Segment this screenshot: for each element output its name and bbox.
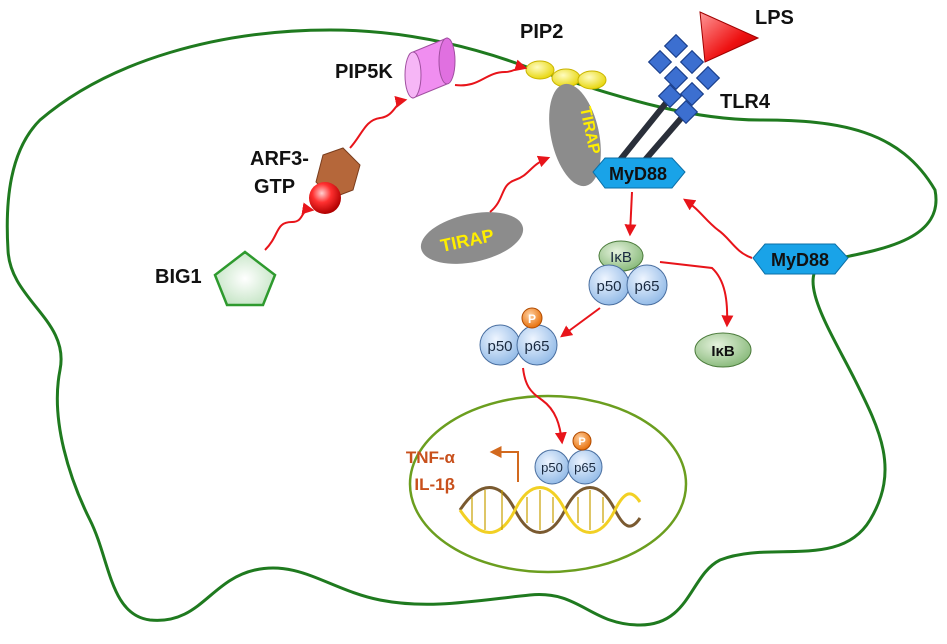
myd88-bound: MyD88 [592,157,686,189]
pip2-cluster [525,60,607,90]
big1-label: BIG1 [155,266,202,288]
arf3-label-line2: GTP [254,176,295,198]
myd88-free: MyD88 [752,243,849,275]
svg-text:P: P [578,436,585,448]
svg-text:p65: p65 [524,338,549,355]
lps-label: LPS [755,7,794,29]
pip2-label: PIP2 [520,21,563,43]
pip5k-cylinder [404,37,456,99]
nfkb-phosphorylated: p50 p65 P [479,307,558,366]
nucleus [408,394,688,574]
dna-helix [458,486,642,534]
svg-text:p65: p65 [574,460,596,475]
arf3-label-line1: ARF3- [250,148,309,170]
gene-il1b-label: IL-1β [414,475,455,494]
svg-text:MyD88: MyD88 [609,164,667,184]
big1-pentagon [213,250,277,307]
svg-text:p50: p50 [487,338,512,355]
lps-triangle [699,11,760,63]
gene-tnf-label: TNF-α [406,448,456,467]
svg-text:IκB: IκB [711,343,735,360]
svg-text:MyD88: MyD88 [771,250,829,270]
signaling-arrows [264,59,753,445]
svg-text:p65: p65 [634,278,659,295]
tirap-bound: TIRAP [549,83,603,187]
cell-membrane [5,28,938,627]
svg-text:p50: p50 [596,278,621,295]
tlr4-label: TLR4 [720,91,771,113]
ikb-free: IκB [694,332,752,368]
svg-text:P: P [528,312,536,326]
transcription-arrow [489,446,519,482]
tlr4-receptor [617,33,721,162]
tirap-free: TIRAP [420,212,524,264]
ikb-nfkb-complex: IκB p50 p65 [588,240,668,306]
svg-text:IκB: IκB [610,249,632,266]
svg-text:p50: p50 [541,460,563,475]
nfkb-nuclear: p50 p65 P [534,431,603,485]
arf3-gtp [309,147,361,214]
pip5k-label: PIP5K [335,61,393,83]
